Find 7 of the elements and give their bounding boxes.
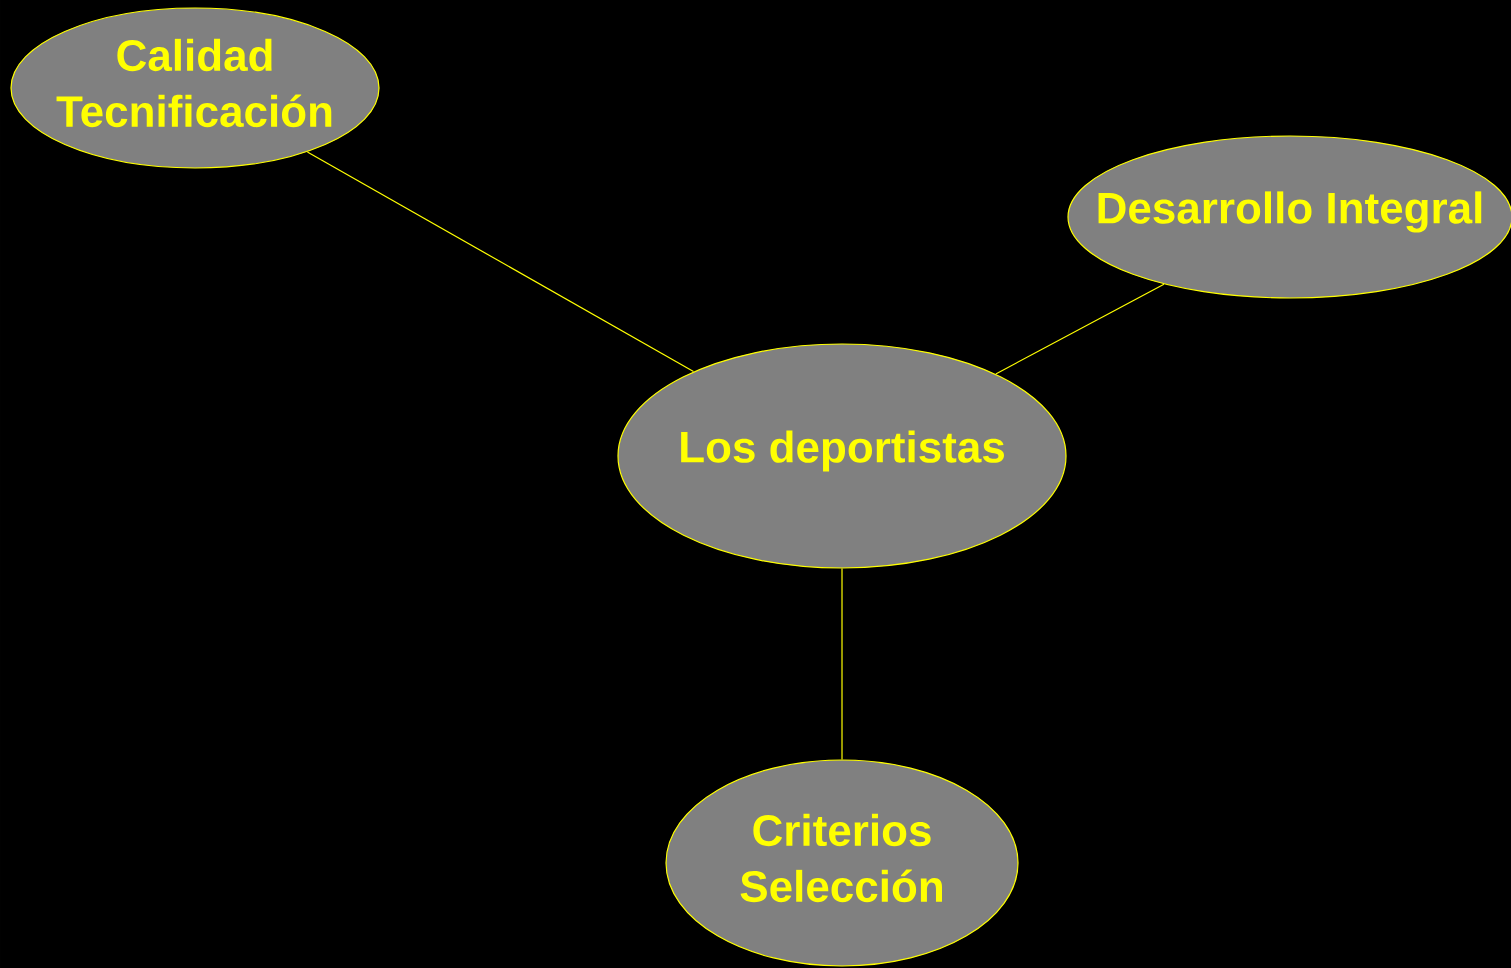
connector-line <box>306 151 695 373</box>
ellipse-node: Calidad Tecnificación <box>10 7 380 169</box>
ellipse-node: Criterios Selección <box>665 759 1019 967</box>
connector-line <box>995 283 1165 375</box>
ellipse-node: Desarrollo Integral <box>1067 135 1511 299</box>
connector-line <box>841 568 843 760</box>
ellipse-node: Los deportistas <box>617 343 1067 569</box>
